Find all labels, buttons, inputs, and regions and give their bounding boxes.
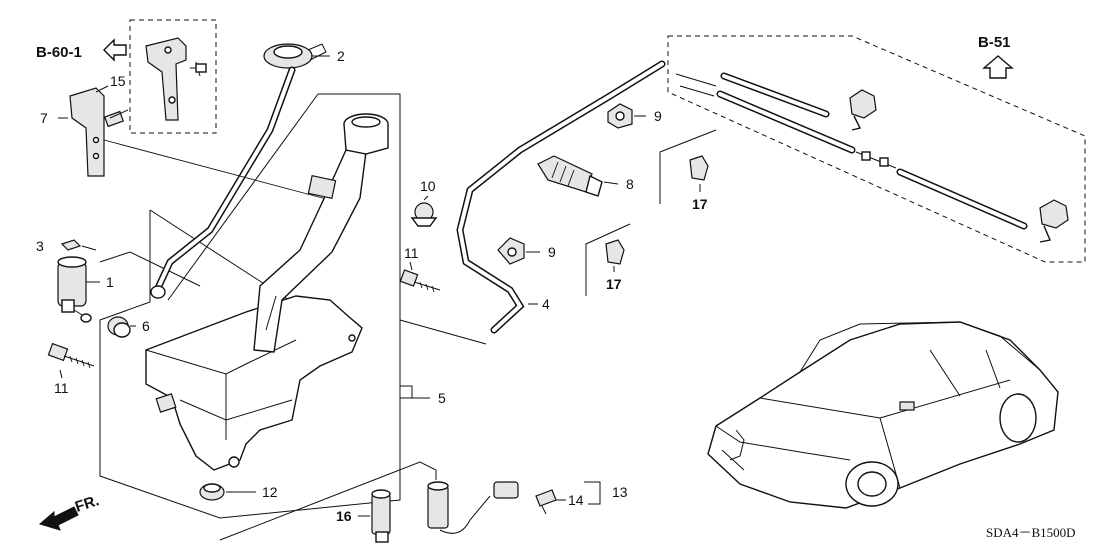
washer-nozzle-hoses — [675, 72, 1028, 230]
callout-4: 4 — [542, 296, 550, 312]
washer-filler-cap — [263, 43, 327, 69]
clip-side-line-a — [659, 129, 717, 204]
reference-left-arrow-icon — [103, 38, 127, 62]
tube-leader-line — [399, 319, 487, 345]
pump-seal-3 — [60, 239, 82, 251]
level-sensor-13 — [427, 481, 519, 534]
tube-clip-9-upper — [607, 103, 633, 129]
reference-b51[interactable]: B-51 — [978, 34, 1014, 79]
washer-pump — [57, 256, 92, 323]
callout-7: 7 — [40, 110, 48, 126]
nozzle-inset-box — [667, 35, 1086, 263]
diagram-code: SDA4－B1500D — [986, 525, 1076, 540]
clip-10 — [410, 202, 438, 227]
callout-13: 13 — [612, 484, 628, 500]
reference-b51-label: B-51 — [978, 34, 1011, 51]
washer-nozzle-upper — [849, 89, 877, 131]
callout-12: 12 — [262, 484, 278, 500]
callout-14: 14 — [568, 492, 584, 508]
callout-2: 2 — [337, 48, 345, 64]
callout-8: 8 — [626, 176, 634, 192]
callout-11-lower: 11 — [54, 380, 69, 396]
flange-bolt-11-lower — [47, 342, 95, 369]
assembly-line-b — [167, 93, 319, 301]
callout-6: 6 — [142, 318, 150, 334]
callout-17-left: 17 — [606, 276, 622, 292]
clip-side-line-b — [585, 223, 631, 296]
washer-reservoir-tank — [145, 113, 389, 471]
callout-10: 10 — [420, 178, 436, 194]
level-sensor-16 — [371, 489, 391, 543]
tank-grommet-12 — [199, 483, 225, 501]
tube-joint-8 — [537, 155, 603, 197]
front-label: FR. — [73, 492, 101, 516]
callout-1: 1 — [106, 274, 114, 290]
callout-11-upper: 11 — [404, 245, 419, 261]
reference-b60-1[interactable]: B-60-1 — [36, 38, 127, 62]
sensor-group-line — [219, 461, 437, 541]
vehicle-locator-illustration — [707, 321, 1059, 509]
reference-b60-1-label: B-60-1 — [36, 44, 82, 61]
assembly-line-c — [400, 385, 430, 399]
leader-lines — [58, 55, 701, 517]
front-direction-indicator: FR. — [38, 492, 101, 531]
tank-mounting-bracket — [69, 87, 331, 201]
callout-9-upper: 9 — [654, 108, 662, 124]
harness-clip-14 — [535, 489, 557, 515]
callout-labels: 1 2 3 4 5 6 7 8 9 9 10 11 11 12 13 14 15… — [36, 48, 708, 524]
reference-up-arrow-icon — [982, 55, 1014, 79]
tube-clip-9-lower — [497, 237, 525, 265]
filler-neck-hose-inner — [156, 68, 294, 290]
filler-neck-end — [150, 285, 166, 299]
washer-tube-4 — [456, 60, 666, 334]
callout-5: 5 — [438, 390, 446, 406]
flange-bolt-11-upper — [399, 269, 441, 293]
flange-bolt-15 — [104, 109, 129, 128]
washer-nozzle-lower — [1039, 199, 1069, 243]
inset-bracket — [145, 37, 207, 121]
callout-16: 16 — [336, 508, 352, 524]
callout-3: 3 — [36, 238, 44, 254]
callout-9-lower: 9 — [548, 244, 556, 260]
bracket-inset-box — [129, 19, 217, 134]
hose-clip-17-left — [605, 239, 625, 265]
washer-tube-4-inner — [457, 62, 664, 332]
tank-assembly-bracket — [99, 93, 401, 519]
front-arrow-icon — [38, 506, 79, 531]
pump-grommet-6 — [107, 316, 131, 338]
callout-15: 15 — [110, 73, 126, 89]
pump-group-line — [99, 251, 201, 287]
callout-17-right: 17 — [692, 196, 708, 212]
hose-clip-17-right — [689, 155, 709, 181]
